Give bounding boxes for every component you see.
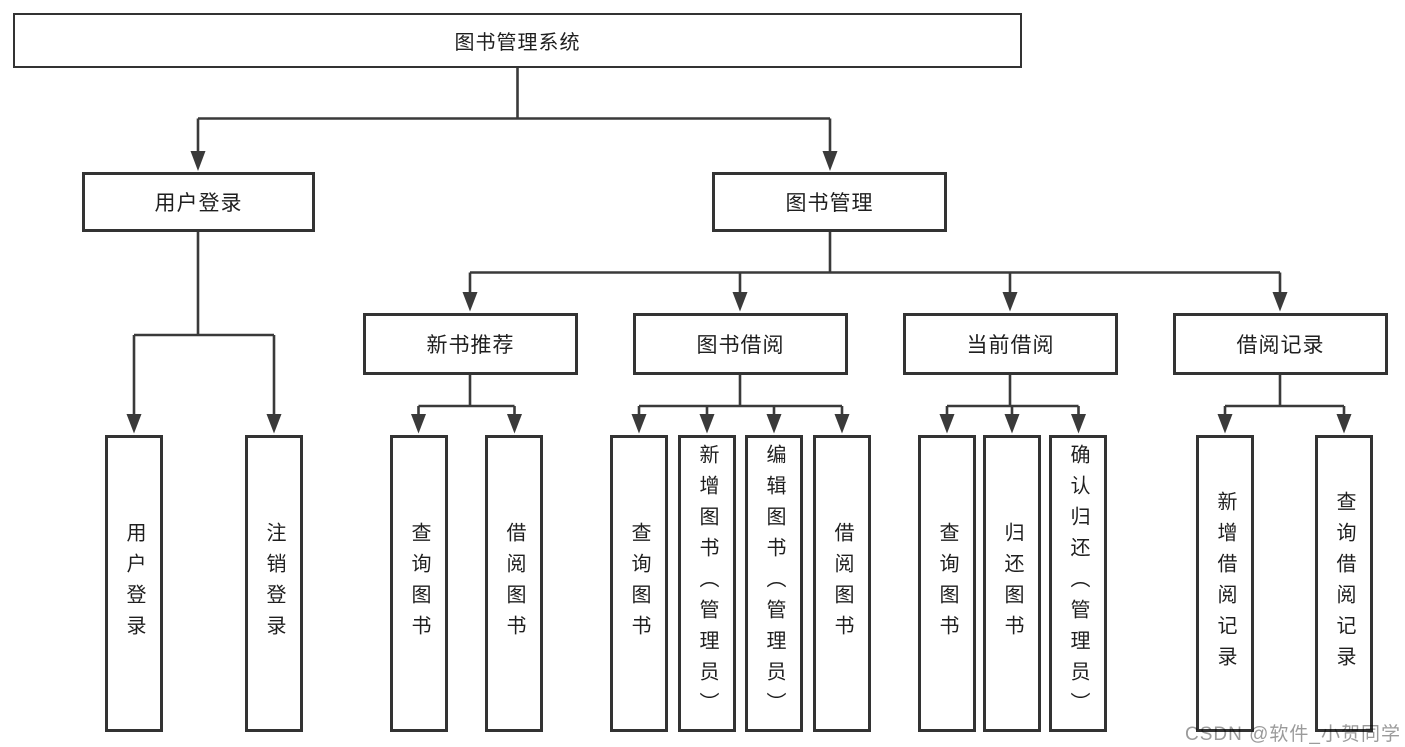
arrow-down-icon — [190, 151, 206, 171]
arrow-down-icon — [766, 414, 782, 434]
node-borrow-records: 借阅记录 — [1173, 313, 1388, 375]
arrow-down-icon — [631, 414, 647, 434]
arrow-down-icon — [1217, 414, 1233, 434]
leaf-edit-books-admin: 编辑图书（管理员） — [745, 435, 803, 732]
arrow-down-icon — [507, 414, 522, 434]
leaf-add-books-admin: 新增图书（管理员） — [678, 435, 736, 732]
leaf-return-books: 归还图书 — [983, 435, 1041, 732]
leaf-query-borrow-record: 查询借阅记录 — [1315, 435, 1373, 732]
arrow-down-icon — [1002, 292, 1018, 312]
arrow-down-icon — [939, 414, 955, 434]
arrow-down-icon — [266, 414, 282, 434]
node-book-management-module: 图书管理 — [712, 172, 947, 232]
csdn-watermark: CSDN @软件_小贺同学 — [1185, 724, 1401, 745]
node-book-borrowing: 图书借阅 — [633, 313, 848, 375]
connector-segments — [132, 68, 1346, 417]
connector-arrowheads — [126, 151, 1352, 434]
node-root-system: 图书管理系统 — [13, 13, 1022, 68]
node-current-borrowing: 当前借阅 — [903, 313, 1118, 375]
leaf-borrow-books: 借阅图书 — [813, 435, 871, 732]
leaf-borrow-books-recommend: 借阅图书 — [485, 435, 543, 732]
arrow-down-icon — [126, 414, 142, 434]
leaf-add-borrow-record: 新增借阅记录 — [1196, 435, 1254, 732]
leaf-confirm-return-admin: 确认归还（管理员） — [1049, 435, 1107, 732]
arrow-down-icon — [822, 151, 838, 171]
arrow-down-icon — [699, 414, 715, 434]
leaf-logout: 注销登录 — [245, 435, 303, 732]
arrow-down-icon — [1272, 292, 1288, 312]
arrow-down-icon — [1004, 414, 1020, 434]
arrow-down-icon — [834, 414, 850, 434]
arrow-down-icon — [411, 414, 426, 434]
arrow-down-icon — [462, 292, 478, 312]
node-user-login-module: 用户登录 — [82, 172, 315, 232]
leaf-query-books-recommend: 查询图书 — [390, 435, 448, 732]
arrow-down-icon — [1336, 414, 1352, 434]
leaf-query-books-borrowing: 查询图书 — [610, 435, 668, 732]
node-new-book-recommend: 新书推荐 — [363, 313, 578, 375]
leaf-query-books-current: 查询图书 — [918, 435, 976, 732]
leaf-user-login: 用户登录 — [105, 435, 163, 732]
arrow-down-icon — [1071, 414, 1086, 434]
arrow-down-icon — [732, 292, 748, 312]
